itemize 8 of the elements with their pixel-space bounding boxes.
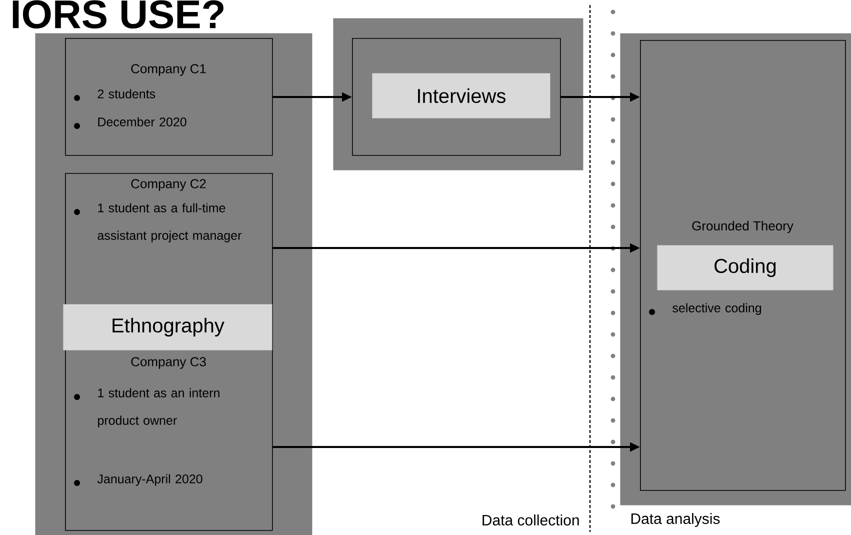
method-label: Coding — [657, 245, 834, 290]
method-label: Interviews — [372, 73, 550, 118]
detail-box: Company C1 2 students December 2020 — [65, 38, 273, 156]
axis-label: Data collection — [482, 514, 579, 526]
detail-box: Company C3 1 student as an intern product owner January-April 2020 — [65, 340, 273, 531]
method-label: Ethnography — [63, 304, 272, 350]
axis-label: Data analysis — [631, 513, 720, 527]
title: IORS USE? — [12, 0, 224, 29]
